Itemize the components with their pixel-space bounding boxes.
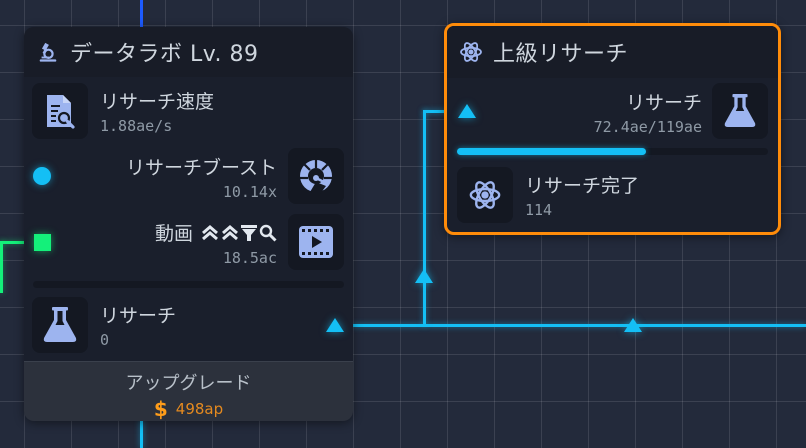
wire-research-main — [352, 324, 806, 327]
video-value: 18.5ac — [222, 249, 277, 267]
research-complete-icon-box — [457, 167, 513, 223]
flow-arrow-icon — [415, 269, 433, 283]
research-progress-bar — [457, 148, 768, 155]
document-search-icon — [47, 95, 75, 129]
advanced-research-node[interactable]: 上級リサーチ リサーチ 72.4ae/119ae リサーチ完了 114 — [444, 23, 781, 235]
filter-icon — [241, 224, 257, 241]
flask-icon — [43, 307, 77, 342]
research-progress-fill — [457, 148, 647, 155]
microscope-icon — [36, 40, 60, 64]
data-lab-header[interactable]: データラボ Lv. 89 — [24, 27, 353, 77]
research-boost-icon-box — [288, 148, 344, 204]
research-output-label: リサーチ — [100, 305, 177, 327]
research-speed-value: 1.88ae/s — [100, 117, 173, 135]
upgrade-button[interactable]: アップグレード $ 498ap — [24, 361, 353, 421]
data-lab-node[interactable]: データラボ Lv. 89 リサーチ速度 1.88ae/s リサーチブースト 10… — [24, 27, 353, 421]
wire-research-branch-vertical — [423, 110, 426, 326]
video-tags — [201, 224, 277, 242]
wire-video-input-vertical — [0, 241, 3, 293]
research-input-label: リサーチ — [625, 92, 702, 114]
wire-top-incoming — [140, 0, 143, 27]
atom-icon — [469, 181, 501, 209]
research-speed-icon-box — [32, 83, 88, 139]
data-lab-title: データラボ Lv. 89 — [70, 42, 259, 67]
wire-bottom-outgoing — [140, 420, 143, 448]
advanced-research-title: 上級リサーチ — [493, 42, 629, 67]
video-input-port[interactable] — [34, 234, 51, 251]
video-label-row: 動画 — [155, 219, 277, 246]
film-play-icon — [299, 226, 333, 258]
flask-icon — [724, 94, 756, 128]
section-divider — [33, 281, 344, 288]
double-chevron-up-icon — [222, 224, 238, 240]
search-icon — [259, 224, 277, 242]
research-input-port[interactable] — [458, 104, 476, 118]
wire-research-branch-horizontal — [423, 110, 448, 113]
wire-video-input — [0, 241, 26, 244]
dollar-icon: $ — [153, 397, 168, 421]
research-boost-label: リサーチブースト — [125, 157, 277, 179]
research-output-port[interactable] — [326, 318, 344, 332]
research-output-icon-box — [32, 297, 88, 353]
research-input-value: 72.4ae/119ae — [593, 118, 702, 136]
advanced-research-header[interactable]: 上級リサーチ — [447, 26, 778, 78]
upgrade-label: アップグレード — [125, 373, 252, 394]
double-chevron-up-icon — [202, 224, 218, 240]
research-complete-label: リサーチ完了 — [525, 175, 640, 197]
research-boost-value: 10.14x — [222, 183, 277, 201]
upgrade-cost-value: 498ap — [175, 400, 224, 418]
research-speed-label: リサーチ速度 — [100, 91, 215, 113]
research-output-value: 0 — [100, 331, 110, 349]
flow-arrow-icon — [624, 318, 642, 332]
research-input-icon-box — [712, 83, 768, 139]
video-icon-box — [288, 214, 344, 270]
research-boost-input-port[interactable] — [33, 167, 51, 185]
video-label: 動画 — [154, 223, 193, 245]
upgrade-cost: $ 498ap — [154, 397, 223, 421]
speedometer-icon — [300, 160, 332, 194]
atom-icon — [459, 40, 483, 64]
research-complete-value: 114 — [525, 201, 553, 219]
